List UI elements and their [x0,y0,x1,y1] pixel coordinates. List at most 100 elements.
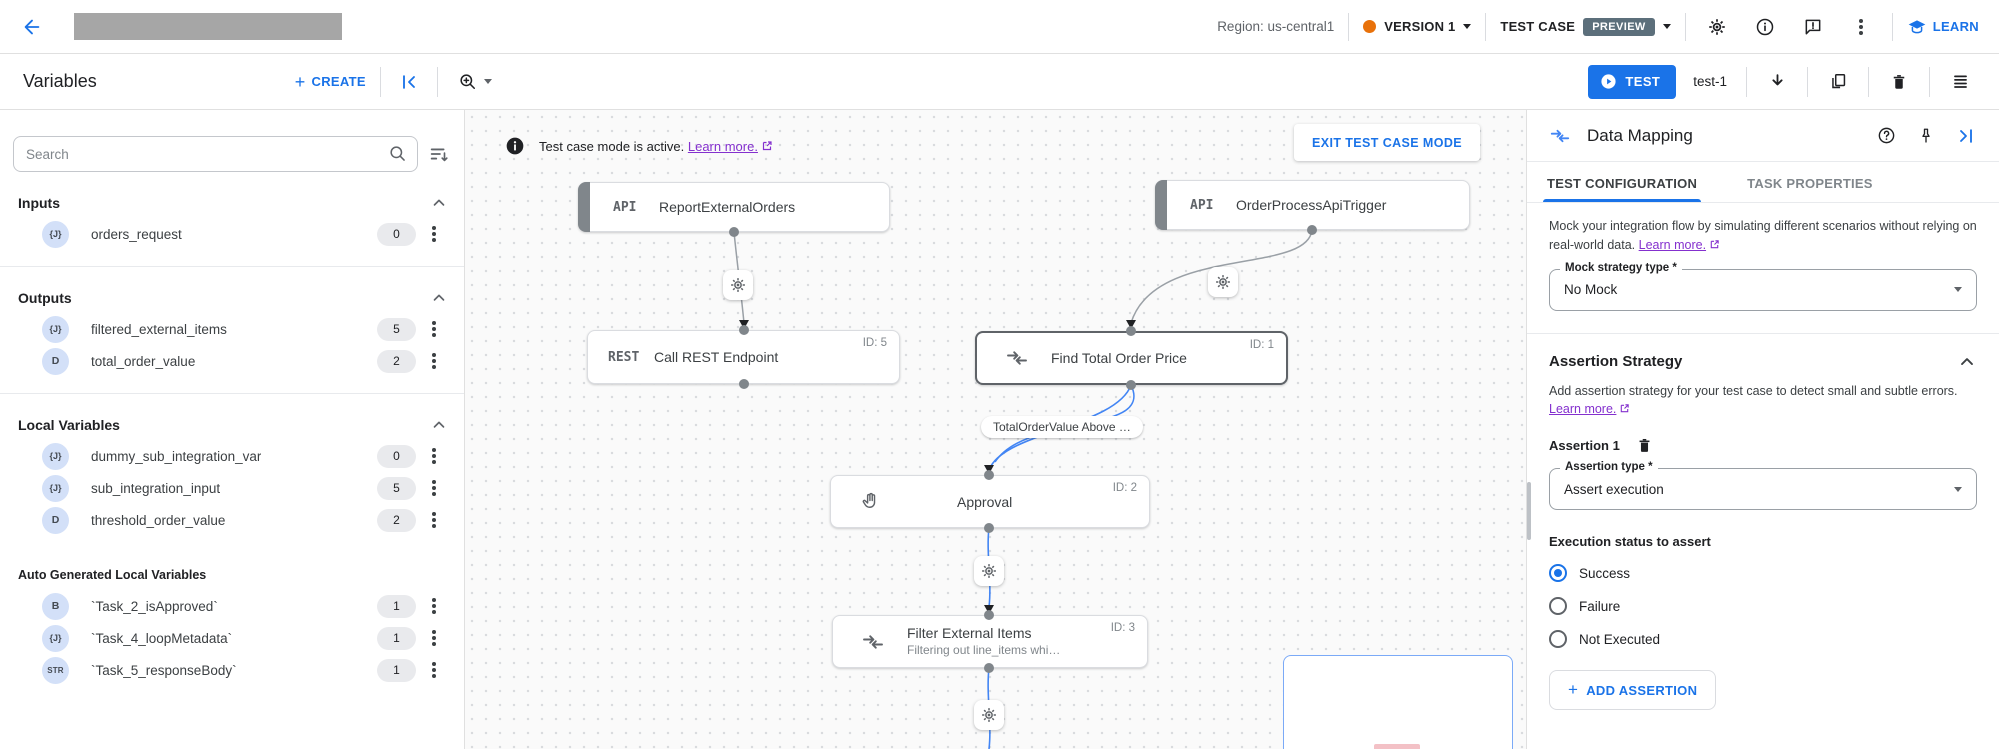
section-local-variables[interactable]: Local Variables [0,410,464,440]
download-icon [1771,74,1783,86]
divider [1929,66,1930,97]
radio-success[interactable]: Success [1549,564,1977,582]
add-assertion-button[interactable]: + ADD ASSERTION [1549,670,1717,710]
divider [1891,12,1893,41]
variable-row[interactable]: D threshold_order_value 2 [0,504,464,536]
trigger-left-bar [578,182,590,232]
canvas-overlay-accent [1374,744,1420,749]
pin-button[interactable] [1911,121,1941,151]
json-type-icon: {J} [42,442,69,470]
external-link-icon [1710,240,1719,249]
edge-condition-label[interactable]: TotalOrderValue Above … [981,416,1143,438]
variable-row[interactable]: D total_order_value 2 [0,345,464,377]
sort-icon[interactable] [428,143,450,165]
test-mode-banner: Test case mode is active. Learn more. EX… [465,124,1526,168]
info-button[interactable] [1748,10,1782,44]
variable-row[interactable]: {J} `Task_4_loopMetadata` 1 [0,622,464,654]
variable-row[interactable]: {J} sub_integration_input 5 [0,472,464,504]
divider [1868,66,1869,97]
approval-hand-icon [859,490,905,513]
collapse-panel-button[interactable] [1951,121,1981,151]
test-case-selector[interactable]: TEST CASE PREVIEW [1500,17,1671,36]
kebab-icon[interactable] [432,232,436,236]
edge-settings-button[interactable] [974,556,1004,586]
task-id-label: ID: 2 [1112,482,1137,494]
section-outputs[interactable]: Outputs [0,283,464,313]
variable-row[interactable]: {J} orders_request 0 [0,218,464,250]
test-button[interactable]: TEST [1588,64,1677,99]
kebab-icon[interactable] [432,604,436,608]
node-find-total-order-price[interactable]: Find Total Order Price ID: 1 [975,331,1288,385]
flow-canvas[interactable]: API ReportExternalOrders API OrderProces… [465,110,1526,749]
kebab-icon[interactable] [432,668,436,672]
kebab-icon[interactable] [432,327,436,331]
variable-row[interactable]: {J} filtered_external_items 5 [0,313,464,345]
delete-assertion-button[interactable] [1636,437,1653,454]
usage-count-badge: 5 [377,476,416,500]
divider [1807,66,1808,97]
settings-button[interactable] [1700,10,1734,44]
back-arrow-icon [24,19,40,34]
pin-icon [1922,128,1930,143]
edge-settings-button[interactable] [723,270,753,300]
node-filter-external-items[interactable]: Filter External Items Filtering out line… [832,615,1148,668]
more-options-button[interactable] [1844,10,1878,44]
radio-unselected-icon [1549,630,1567,648]
variable-row[interactable]: {J} dummy_sub_integration_var 0 [0,440,464,472]
execution-log-button[interactable] [1945,67,1975,97]
kebab-icon[interactable] [432,486,436,490]
back-button[interactable] [14,9,50,45]
learn-more-link[interactable]: Learn more. [1638,237,1707,252]
learn-icon [1908,19,1926,33]
assertion-type-select[interactable]: Assertion type * Assert execution [1549,461,1977,510]
exit-test-case-mode-button[interactable]: EXIT TEST CASE MODE [1294,124,1480,161]
node-approval[interactable]: Approval ID: 2 [830,475,1150,528]
tab-test-configuration[interactable]: TEST CONFIGURATION [1543,162,1702,202]
learn-more-link[interactable]: Learn more. [1549,402,1617,417]
variable-row[interactable]: B `Task_2_isApproved` 1 [0,590,464,622]
copy-button[interactable] [1823,67,1853,97]
download-button[interactable] [1762,67,1792,97]
double-type-icon: D [42,506,69,534]
usage-count-badge: 1 [377,626,416,650]
radio-unselected-icon [1549,597,1567,615]
panel-scrollbar[interactable] [1527,482,1531,540]
section-auto-generated[interactable]: Auto Generated Local Variables [18,568,207,582]
edge-settings-button[interactable] [1208,267,1238,297]
kebab-icon[interactable] [432,359,436,363]
tab-task-properties[interactable]: TASK PROPERTIES [1747,176,1873,191]
learn-link[interactable]: LEARN [1907,17,1979,37]
kebab-icon[interactable] [432,454,436,458]
create-variable-button[interactable]: + CREATE [294,71,366,92]
version-selector[interactable]: VERSION 1 [1363,19,1472,34]
search-icon [390,146,405,161]
json-type-icon: {J} [42,220,69,248]
help-icon [1878,127,1894,144]
collapse-sidebar-button[interactable] [395,68,423,96]
version-status-dot [1363,20,1377,33]
variable-row[interactable]: STR `Task_5_responseBody` 1 [0,654,464,686]
search-input[interactable] [13,136,418,172]
node-report-external-orders[interactable]: API ReportExternalOrders [578,182,890,232]
node-call-rest-endpoint[interactable]: REST Call REST Endpoint ID: 5 [587,330,900,384]
feedback-button[interactable] [1796,10,1830,44]
delete-button[interactable] [1884,67,1914,97]
node-order-process-api-trigger[interactable]: API OrderProcessApiTrigger [1155,180,1470,230]
chevron-up-icon[interactable] [1957,352,1977,372]
divider [0,266,464,267]
radio-not-executed[interactable]: Not Executed [1549,630,1977,648]
mock-strategy-select[interactable]: Mock strategy type * No Mock [1549,261,1977,311]
kebab-icon[interactable] [432,636,436,640]
kebab-icon[interactable] [432,518,436,522]
radio-failure[interactable]: Failure [1549,597,1977,615]
zoom-control[interactable] [452,65,498,99]
assertion-description: Add assertion strategy for your test cas… [1549,383,1958,398]
banner-message: Test case mode is active. [539,138,685,154]
test-case-name[interactable]: test-1 [1693,74,1727,89]
learn-more-link[interactable]: Learn more. [687,138,758,154]
help-button[interactable] [1871,121,1901,151]
edge-settings-button[interactable] [974,700,1004,730]
plus-icon: + [294,71,306,92]
field-label: Assertion type * [1560,461,1658,473]
section-inputs[interactable]: Inputs [0,188,464,218]
